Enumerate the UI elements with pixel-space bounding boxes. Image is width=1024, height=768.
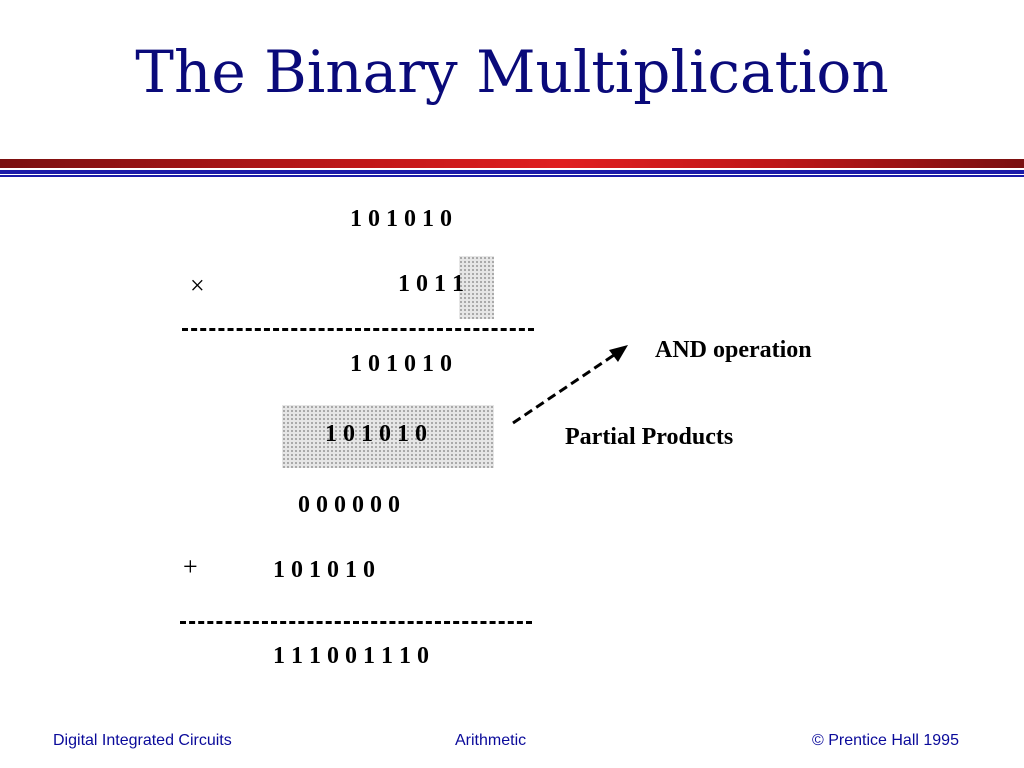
title-rule-blue-thin	[0, 175, 1024, 177]
multiplier-bit-highlight	[459, 256, 494, 319]
partial-product-2: 1 0 1 0 1 0	[325, 421, 427, 447]
product-result: 1 1 1 0 0 1 1 1 0	[273, 643, 429, 669]
partial-product-4: 1 0 1 0 1 0	[273, 557, 375, 583]
partial-product-1: 1 0 1 0 1 0	[350, 351, 452, 377]
partial-products-label: Partial Products	[565, 424, 734, 450]
partial-product-3: 0 0 0 0 0 0	[298, 492, 400, 518]
title-rule-gap	[0, 168, 1024, 170]
multiplication-rule	[182, 328, 534, 331]
footer-left: Digital Integrated Circuits	[53, 732, 232, 749]
plus-symbol: +	[183, 552, 198, 581]
slide-title: The Binary Multiplication	[135, 38, 889, 106]
title-rule-red	[0, 159, 1024, 168]
title-rule-blue	[0, 170, 1024, 174]
sum-rule	[180, 621, 532, 624]
dashed-arrow-icon	[512, 345, 628, 425]
footer-right: © Prentice Hall 1995	[812, 732, 959, 749]
multiplier: 1 0 1 1	[398, 271, 464, 297]
footer-center: Arithmetic	[455, 732, 527, 749]
times-symbol: ×	[190, 271, 205, 300]
multiplicand: 1 0 1 0 1 0	[350, 206, 452, 232]
and-operation-label: AND operation	[655, 337, 812, 363]
partial-product-highlight	[282, 405, 494, 468]
